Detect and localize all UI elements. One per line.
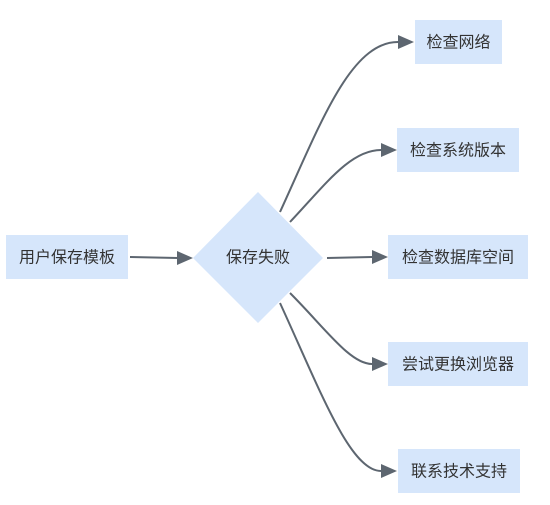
- node-target-1-box: [415, 20, 502, 64]
- node-target-4-box: [388, 342, 528, 386]
- node-target-2-box: [397, 128, 519, 172]
- node-decision-label: 保存失败: [226, 248, 290, 267]
- arrowhead: [381, 143, 397, 157]
- arrowhead: [177, 251, 193, 265]
- node-target-1: 检查网络: [415, 20, 502, 64]
- arrowhead: [381, 464, 397, 478]
- node-target-1-label: 检查网络: [426, 33, 490, 52]
- node-target-3-box: [388, 235, 528, 279]
- edges: [129, 35, 414, 478]
- node-target-2: 检查系统版本: [397, 128, 519, 172]
- edge-decision-to-target-2: [289, 149, 382, 223]
- node-target-2-label: 检查系统版本: [410, 141, 506, 160]
- arrowhead: [372, 250, 388, 264]
- node-target-3-label: 检查数据库空间: [402, 248, 514, 267]
- node-source-label: 用户保存模板: [19, 248, 115, 267]
- node-decision-diamond: [193, 192, 323, 323]
- node-source-box: [6, 235, 128, 279]
- node-target-4-label: 尝试更换浏览器: [402, 355, 514, 374]
- node-target-5-box: [398, 449, 520, 493]
- node-source: 用户保存模板: [6, 235, 128, 279]
- node-target-4: 尝试更换浏览器: [388, 342, 528, 386]
- node-target-3: 检查数据库空间: [388, 235, 528, 279]
- edge-source-to-decision: [129, 256, 179, 259]
- node-target-5-label: 联系技术支持: [411, 462, 507, 481]
- edge-decision-to-target-4: [289, 292, 373, 365]
- edge-decision-to-target-5: [279, 302, 382, 472]
- node-target-5: 联系技术支持: [398, 449, 520, 493]
- arrowhead: [372, 357, 388, 371]
- arrowhead: [398, 35, 414, 49]
- node-decision: 保存失败: [193, 192, 323, 323]
- edge-decision-to-target-3: [326, 256, 373, 259]
- edge-decision-to-target-1: [279, 41, 399, 213]
